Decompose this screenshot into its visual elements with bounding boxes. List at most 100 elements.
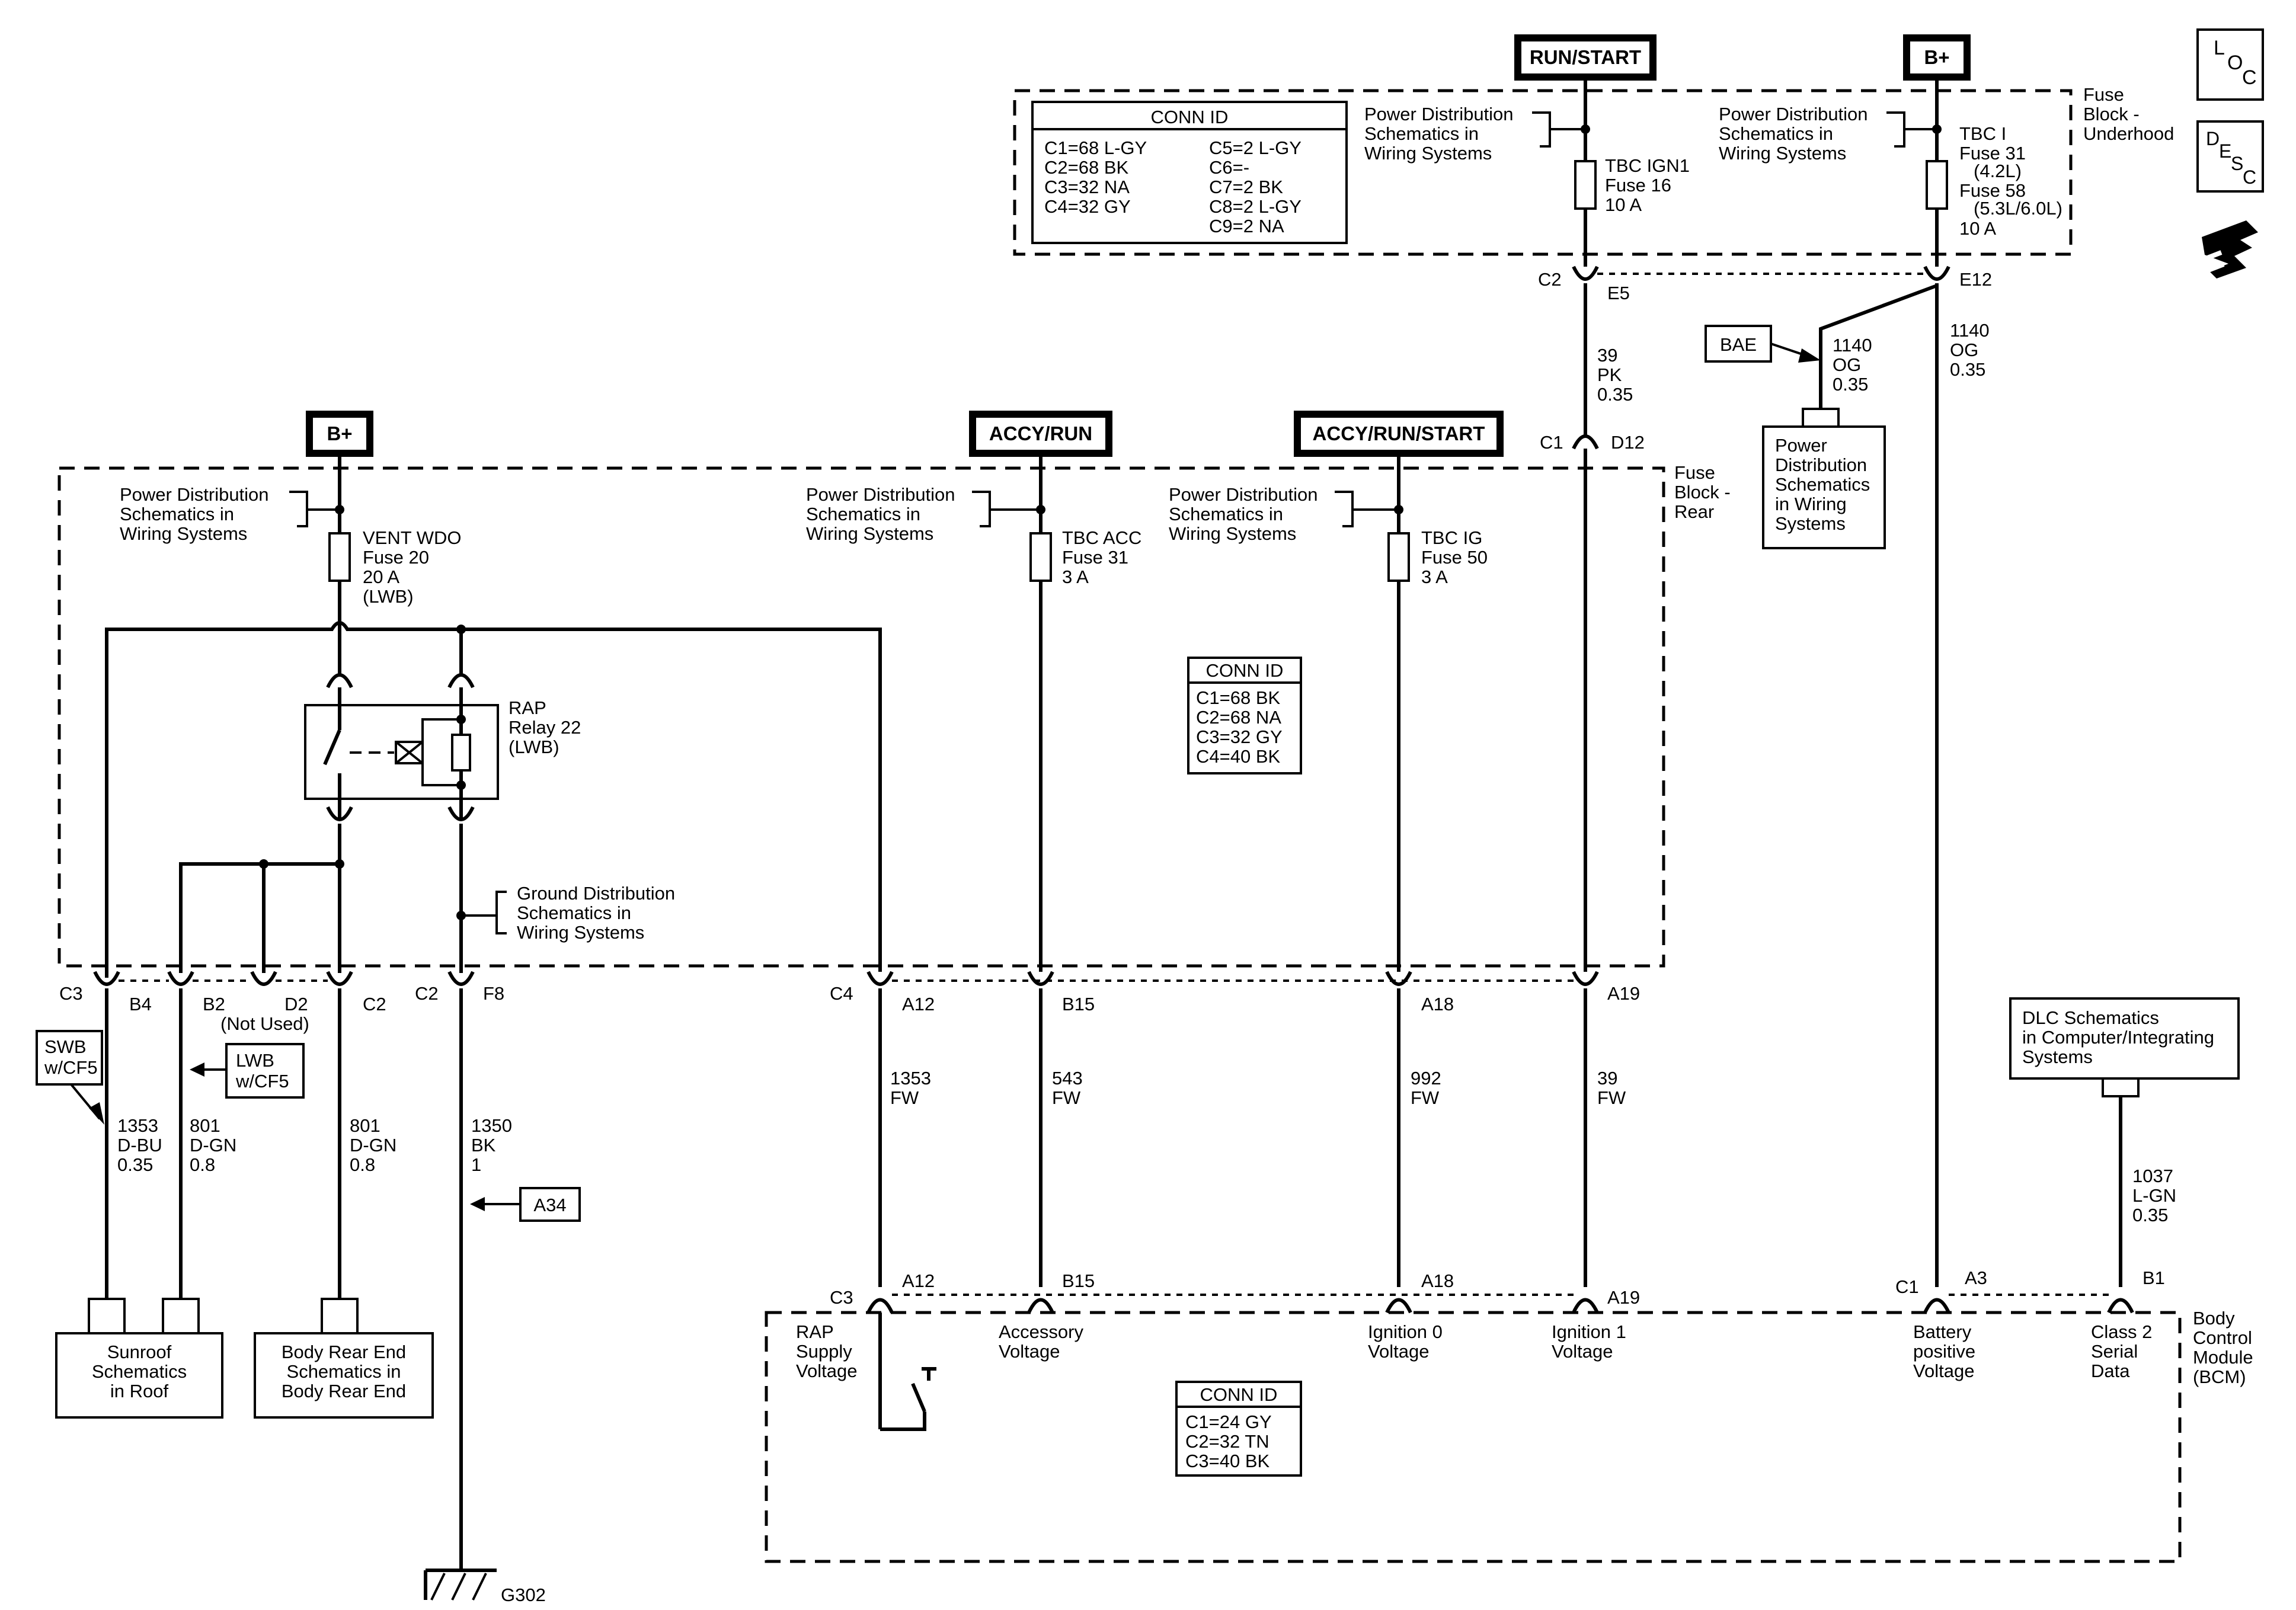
- rear-pin-labels: C3 B4 B2 D2 (Not Used) C2 C2 F8 C4 A12 B…: [59, 983, 1640, 1034]
- svg-text:Power: Power: [1775, 435, 1827, 456]
- wire-1140-label-a: 1140 OG 0.35: [1833, 335, 1872, 395]
- svg-text:TBC I: TBC I: [1959, 123, 2006, 144]
- bplus-left-label: B+: [327, 422, 352, 444]
- wire-801-a-label: 801 D-GN 0.8: [190, 1115, 236, 1175]
- svg-text:D-GN: D-GN: [350, 1135, 396, 1156]
- svg-text:Distribution: Distribution: [1775, 454, 1867, 475]
- hand-tool-icon[interactable]: [2199, 220, 2258, 279]
- svg-text:Power Distribution: Power Distribution: [806, 484, 955, 505]
- svg-text:Schematics in: Schematics in: [120, 504, 234, 524]
- svg-text:Wiring Systems: Wiring Systems: [120, 523, 247, 544]
- svg-text:Fuse 20: Fuse 20: [363, 547, 429, 568]
- svg-text:Control: Control: [2193, 1327, 2252, 1348]
- wire-1353-d-bu-label: 1353 D-BU 0.35: [117, 1115, 162, 1175]
- svg-text:w/CF5: w/CF5: [235, 1071, 289, 1092]
- svg-text:C2: C2: [363, 994, 386, 1014]
- desc-icon[interactable]: D E S C: [2196, 120, 2264, 193]
- svg-text:Fuse: Fuse: [1674, 462, 1715, 483]
- svg-text:S: S: [2231, 153, 2243, 174]
- svg-text:OG: OG: [1833, 354, 1861, 375]
- bcm-label: Body Control Module (BCM): [2193, 1308, 2253, 1387]
- svg-text:in Computer/Integrating: in Computer/Integrating: [2022, 1027, 2214, 1048]
- loc-icon[interactable]: L O C: [2196, 28, 2264, 101]
- svg-text:Schematics in: Schematics in: [806, 504, 920, 524]
- svg-text:1353: 1353: [890, 1068, 931, 1089]
- svg-text:TBC ACC: TBC ACC: [1062, 527, 1141, 548]
- pd-ref-rear-acc: Power Distribution Schematics in Wiring …: [806, 484, 1041, 544]
- svg-text:D2: D2: [284, 994, 308, 1014]
- svg-text:C3: C3: [59, 983, 83, 1004]
- svg-text:DLC Schematics: DLC Schematics: [2022, 1007, 2159, 1028]
- svg-text:TBC IGN1: TBC IGN1: [1605, 155, 1690, 176]
- body-rear-ref: Body Rear End Schematics in Body Rear En…: [254, 1332, 434, 1419]
- svg-text:C6=-: C6=-: [1209, 157, 1249, 178]
- svg-text:TBC IG: TBC IG: [1421, 527, 1482, 548]
- fuse-tbc-ign1: [1574, 160, 1597, 210]
- svg-text:F8: F8: [483, 983, 504, 1004]
- svg-text:RAP: RAP: [509, 697, 546, 718]
- svg-text:VENT WDO: VENT WDO: [363, 527, 462, 548]
- wire-39-pk-label: 39 PK 0.35: [1597, 345, 1633, 405]
- bae-option-tag: BAE: [1705, 325, 1821, 363]
- gd-ref-rear: Ground Distribution Schematics in Wiring…: [461, 883, 675, 943]
- wire-39-fw-label: 39 FW: [1597, 1068, 1626, 1108]
- svg-text:0.8: 0.8: [190, 1154, 215, 1175]
- bcm-input-rap: RAP Supply Voltage: [796, 1321, 857, 1381]
- svg-text:C4: C4: [830, 983, 853, 1004]
- source-accy-run: ACCY/RUN: [969, 411, 1112, 457]
- svg-text:3 A: 3 A: [1062, 566, 1089, 587]
- svg-text:Ignition 0: Ignition 0: [1368, 1321, 1443, 1342]
- svg-text:992: 992: [1411, 1068, 1441, 1089]
- svg-text:C5=2 L-GY: C5=2 L-GY: [1209, 137, 1302, 158]
- run-start-label: RUN/START: [1530, 46, 1641, 68]
- rap-relay-22-label: RAP Relay 22 (LWB): [509, 697, 581, 757]
- wire-1140-label-b: 1140 OG 0.35: [1950, 320, 1990, 380]
- svg-text:(5.3L/6.0L): (5.3L/6.0L): [1974, 198, 2062, 219]
- bcm-input-ign0: Ignition 0 Voltage: [1368, 1321, 1443, 1362]
- pd-ref-bae: Power Distribution Schematics in Wiring …: [1762, 425, 1886, 549]
- fuse-tbc-i: [1926, 160, 1948, 210]
- svg-text:CONN ID: CONN ID: [1206, 660, 1284, 681]
- svg-text:0.35: 0.35: [2132, 1205, 2168, 1225]
- svg-text:1: 1: [471, 1154, 481, 1175]
- svg-text:(LWB): (LWB): [509, 737, 559, 757]
- svg-text:B4: B4: [129, 994, 152, 1014]
- svg-text:Voltage: Voltage: [1368, 1341, 1429, 1362]
- svg-text:Fuse 50: Fuse 50: [1421, 547, 1488, 568]
- fuse-block-underhood-label: Fuse Block - Underhood: [2083, 84, 2174, 144]
- svg-text:in Roof: in Roof: [110, 1381, 169, 1401]
- svg-text:C4=40 BK: C4=40 BK: [1196, 746, 1281, 767]
- svg-text:Data: Data: [2091, 1361, 2130, 1381]
- svg-text:E: E: [2219, 140, 2231, 162]
- svg-text:0.35: 0.35: [117, 1154, 153, 1175]
- svg-text:Wiring Systems: Wiring Systems: [806, 523, 933, 544]
- svg-text:D-BU: D-BU: [117, 1135, 162, 1156]
- fuse-block-rear: [57, 466, 1665, 968]
- svg-text:Body Rear End: Body Rear End: [282, 1381, 406, 1401]
- svg-text:FW: FW: [1052, 1087, 1081, 1108]
- svg-text:Schematics in: Schematics in: [1169, 504, 1283, 524]
- svg-text:FW: FW: [1411, 1087, 1440, 1108]
- wire-801-b-label: 801 D-GN 0.8: [350, 1115, 396, 1175]
- svg-text:Block -: Block -: [1674, 482, 1731, 502]
- svg-text:C2=32 TN: C2=32 TN: [1185, 1431, 1269, 1452]
- svg-text:Schematics: Schematics: [92, 1361, 187, 1382]
- svg-text:Fuse 31: Fuse 31: [1062, 547, 1128, 568]
- svg-text:OG: OG: [1950, 340, 1978, 360]
- svg-text:A19: A19: [1607, 1287, 1640, 1308]
- svg-text:Schematics in: Schematics in: [1364, 123, 1479, 144]
- svg-text:C1=68 L-GY: C1=68 L-GY: [1044, 137, 1147, 158]
- svg-text:Fuse 16: Fuse 16: [1605, 175, 1671, 196]
- rear-bottom-connectors: [93, 971, 1599, 986]
- fuse-tbc-acc: [1029, 532, 1052, 582]
- svg-text:C: C: [2243, 167, 2256, 188]
- svg-text:20 A: 20 A: [363, 566, 399, 587]
- svg-text:Systems: Systems: [2022, 1046, 2093, 1067]
- svg-text:Body: Body: [2193, 1308, 2235, 1329]
- svg-text:801: 801: [350, 1115, 380, 1136]
- bcm-module: [765, 1311, 2182, 1563]
- svg-text:Wiring Systems: Wiring Systems: [1719, 143, 1846, 164]
- svg-text:C7=2 BK: C7=2 BK: [1209, 177, 1283, 197]
- svg-text:D-GN: D-GN: [190, 1135, 236, 1156]
